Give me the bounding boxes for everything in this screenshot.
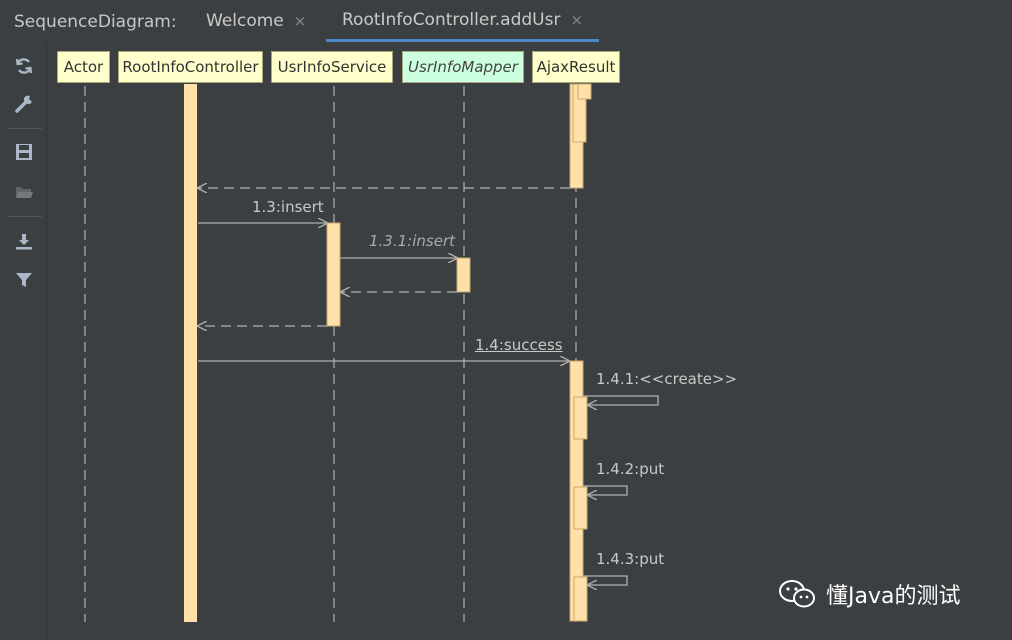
diagram-type-label: SequenceDiagram: xyxy=(14,12,177,32)
message-label-success[interactable]: 1.4:success xyxy=(475,336,563,354)
activation-put-1 xyxy=(573,486,588,530)
watermark-text: 懂Java的测试 xyxy=(826,584,961,609)
self-call-arrow-create xyxy=(583,395,659,405)
diagram-toolbar xyxy=(0,42,47,640)
activation-rootinfocontroller xyxy=(184,84,197,622)
activation-ajaxresult-nested2 xyxy=(577,83,592,100)
message-label-mapper-insert[interactable]: 1.3.1:insert xyxy=(369,232,455,250)
editor-tab-bar: SequenceDiagram: Welcome × RootInfoContr… xyxy=(0,0,1012,42)
self-call-arrow-put-1 xyxy=(583,485,628,495)
wechat-icon xyxy=(779,580,815,608)
lifeline-header-usrinfoservice[interactable]: UsrInfoService xyxy=(271,51,393,83)
folder-open-icon xyxy=(16,187,33,198)
diagram-graphics xyxy=(84,83,659,622)
wrench-icon xyxy=(15,95,32,113)
refresh-button[interactable] xyxy=(12,54,36,78)
message-label-put-2[interactable]: 1.4.3:put xyxy=(596,550,665,568)
tab-label: RootInfoController.addUsr xyxy=(342,9,561,30)
close-icon[interactable]: × xyxy=(293,12,307,30)
message-label-put-1[interactable]: 1.4.2:put xyxy=(596,460,665,478)
lifeline-header-ajaxresult[interactable]: AjaxResult xyxy=(532,51,620,83)
activation-usrinfomapper xyxy=(456,257,471,293)
watermark: 懂Java的测试 xyxy=(778,578,960,610)
toolbar-divider xyxy=(8,128,42,129)
activation-create xyxy=(573,396,588,440)
lifeline-header-rootinfocontroller[interactable]: RootInfoController xyxy=(118,51,263,83)
toolbar-divider xyxy=(8,216,42,217)
diagram-canvas[interactable]: Actor RootInfoController UsrInfoService … xyxy=(50,42,1012,640)
self-call-arrow-put-2 xyxy=(583,575,628,585)
lifeline-header-usrinfomapper[interactable]: UsrInfoMapper xyxy=(402,51,524,83)
settings-button[interactable] xyxy=(12,92,36,116)
download-icon xyxy=(16,234,32,250)
lifeline-header-actor[interactable]: Actor xyxy=(57,51,110,83)
message-label-insert[interactable]: 1.3:insert xyxy=(252,198,324,216)
message-label-create[interactable]: 1.4.1:<<create>> xyxy=(596,370,738,388)
save-icon xyxy=(16,144,32,160)
open-button[interactable] xyxy=(12,180,36,204)
filter-icon xyxy=(16,273,32,287)
filter-button[interactable] xyxy=(12,268,36,292)
activation-put-2 xyxy=(573,576,588,622)
export-button[interactable] xyxy=(12,230,36,254)
save-button[interactable] xyxy=(12,140,36,164)
tab-rootinfocontroller-addusr[interactable]: RootInfoController.addUsr × xyxy=(326,0,600,42)
activation-usrinfoservice xyxy=(326,222,341,327)
close-icon[interactable]: × xyxy=(570,10,584,29)
tab-welcome[interactable]: Welcome × xyxy=(206,0,306,42)
tab-label: Welcome xyxy=(206,11,284,31)
refresh-icon xyxy=(15,58,33,74)
